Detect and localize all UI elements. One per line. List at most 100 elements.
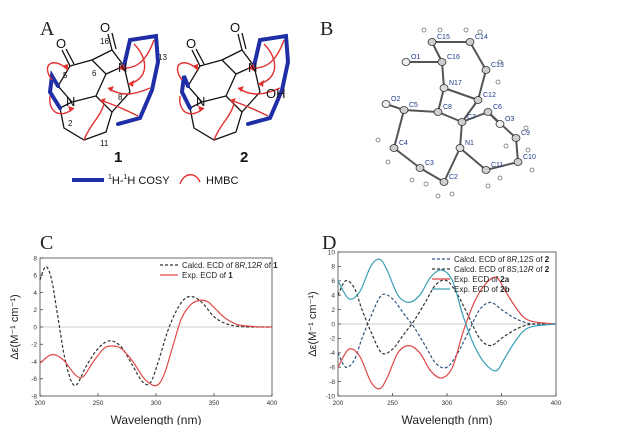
hydrogen-atom [385,159,391,165]
atom-label-2: 2 [68,119,73,128]
x-tick-label: 400 [551,400,562,407]
bond-C3-C2 [419,167,445,183]
atom-label-o1: O1 [411,54,420,61]
cosy-fragment-1b [47,70,62,110]
compound-label-1: 1 [114,149,122,166]
series-line-d-2 [337,276,557,390]
hydrogen-atom [463,27,469,33]
x-tick-label: 200 [35,400,46,407]
bond-C13-C12 [477,69,487,101]
legend-label-d-0: Calcd. ECD of 8R,12S of 2 [454,255,550,264]
atom-label-13: 13 [158,53,167,62]
atom-label-c14: C14 [475,34,488,41]
atom-label-n17: N17 [449,80,462,87]
atom-c8 [433,108,443,116]
y-tick-label: 6 [33,273,37,280]
atom-label-o2: O2 [391,96,400,103]
atom-c4 [389,144,399,152]
legend-label-c-0: Calcd. ECD of 8R,12R of 1 [182,261,278,270]
atom-c15 [427,38,437,46]
atom-label-o3: O3 [505,116,514,123]
oxygen-label: O [100,20,110,35]
atom-label-11: 11 [100,139,109,148]
atom-o1 [401,58,411,66]
atom-c14 [465,38,475,46]
bond-C8-C5 [403,109,439,113]
hydrogen-atom [477,29,483,35]
atom-label-c2: C2 [449,174,458,181]
compound-label-2: 2 [240,149,248,166]
bond-N1-C11 [459,147,487,171]
panel-letter-a: A [40,18,55,40]
nitrogen-label: N [66,94,75,109]
y-tick-label: -6 [31,376,37,383]
y-tick-label: -4 [31,359,37,366]
atom-label-c10: C10 [523,154,536,161]
atom-label-c13: C13 [491,62,504,69]
hydrogen-atom [529,167,535,173]
y-tick-label: 4 [33,290,37,297]
hydrogen-atom [523,125,529,131]
series-line-d-3 [337,258,557,372]
y-tick-label: 2 [331,307,335,314]
bond-C2-N1 [443,147,461,183]
legend-label-c-1: Exp. ECD of 1 [182,271,233,280]
x-tick-label: 300 [151,400,162,407]
hydrogen-atom [409,177,415,183]
atom-n1 [455,144,465,152]
y-tick-label: -2 [329,336,335,343]
hmbc-legend-label: HMBC [206,175,238,187]
nitrogen-label: N [248,60,257,75]
atom-c7 [457,118,467,126]
x-tick-label: 300 [442,400,453,407]
hydrogen-atom [497,59,503,65]
atom-label-c3: C3 [425,160,434,167]
y-tick-label: 0 [33,324,37,331]
atom-label-c6: C6 [493,104,502,111]
y-tick-label: 10 [328,249,336,256]
hydroxyl-label: OH [266,86,286,101]
atom-label-c15: C15 [437,34,450,41]
atom-label-5: 5 [63,71,68,80]
atom-label-c4: C4 [399,140,408,147]
nitrogen-label: N [118,60,127,75]
cosy-fragment-2b [179,75,192,110]
legend-label-d-2: Exp. ECD of 2a [454,275,510,284]
atom-label-c12: C12 [483,92,496,99]
y-tick-label: -4 [329,350,335,357]
y-tick-label: -6 [329,365,335,372]
cosy-fragment-2a [246,33,291,126]
atom-c11 [481,166,491,174]
x-tick-label: 250 [387,400,398,407]
atom-c16 [437,58,447,66]
bond-C7-C6 [461,111,489,123]
legend-label-d-3: Exp. ECD of 2b [454,285,510,294]
hydrogen-atom [485,183,491,189]
atom-c12 [473,96,483,104]
atom-label-6: 6 [92,69,97,78]
series-line-c-0 [39,266,272,387]
y-axis-label: Δε(M⁻¹ cm⁻¹) [9,294,21,359]
y-tick-label: -2 [31,342,37,349]
atom-label-c9: C9 [521,130,530,137]
atom-label-c11: C11 [491,162,503,169]
panel-letter-c: C [40,232,54,254]
bond-C7-N1 [459,121,463,149]
y-tick-label: 2 [33,307,37,314]
nitrogen-label: N [196,94,205,109]
bond-C10-C9 [515,137,519,163]
atom-c2 [439,178,449,186]
hydrogen-atom [525,147,531,153]
bond-C4-C3 [393,147,421,169]
hydrogen-atom [449,191,455,197]
hmbc-legend-swatch [179,174,201,185]
y-tick-label: 8 [33,255,37,262]
atom-o3 [495,120,505,128]
bond-C12-C7 [461,99,479,123]
series-line-c-1 [39,299,273,387]
atom-label-16: 16 [100,37,109,46]
y-axis-label: Δε(M⁻¹ cm⁻¹) [307,291,319,356]
x-tick-label: 350 [209,400,220,407]
oxygen-label: O [230,20,240,35]
